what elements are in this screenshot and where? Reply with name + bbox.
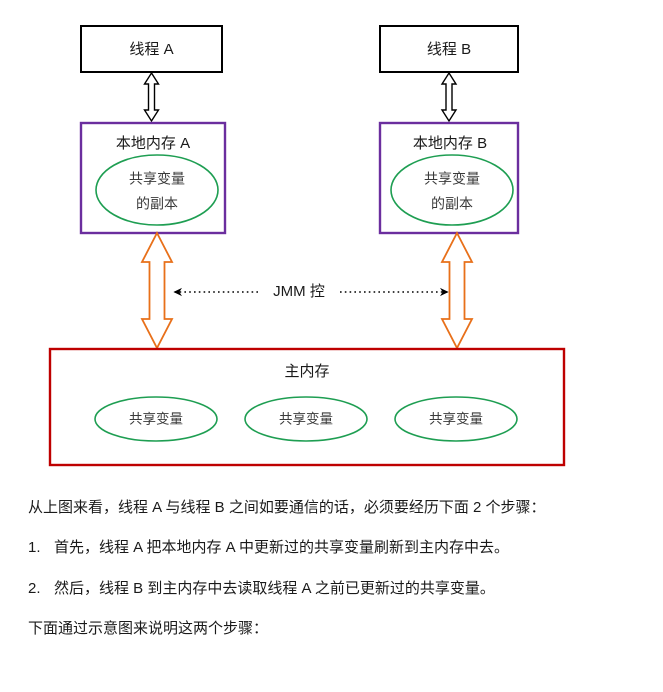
main-memory-variable-ellipse bbox=[94, 396, 218, 442]
local-memory-a-box: 本地内存 A 共享变量 的副本 bbox=[79, 121, 227, 235]
thread-a-label: 线程 A bbox=[129, 41, 173, 58]
main-memory-variable-label: 共享变量 bbox=[429, 411, 483, 427]
step-2-marker: 2. bbox=[28, 579, 41, 597]
double-arrow-vertical-orange-icon bbox=[140, 231, 174, 350]
local-memory-b-main-memory-arrow bbox=[440, 231, 474, 350]
local-memory-b-copy-line1: 共享变量 bbox=[424, 171, 480, 187]
main-memory-variable-ellipse bbox=[394, 396, 518, 442]
thread-a-box: 线程 A bbox=[80, 25, 223, 73]
step-1-marker: 1. bbox=[28, 539, 41, 557]
step-1-text: 首先，线程 A 把本地内存 A 中更新过的共享变量刷新到主内存中去。 bbox=[54, 539, 510, 557]
main-memory-box: 主内存 共享变量 共享变量 共享变量 bbox=[48, 347, 566, 467]
double-arrow-vertical-icon bbox=[143, 71, 160, 123]
step-2-text: 然后，线程 B 到主内存中去读取线程 A 之前已更新过的共享变量。 bbox=[54, 579, 495, 597]
main-memory-variable-label: 共享变量 bbox=[129, 411, 183, 427]
double-arrow-vertical-orange-icon bbox=[440, 231, 474, 350]
jmm-diagram-canvas: 线程 A 线程 B 本地内存 A 共享变量 的副本 本地内存 B 共享 bbox=[48, 25, 566, 467]
step-item-1: 1. 首先，线程 A 把本地内存 A 中更新过的共享变量刷新到主内存中去。 bbox=[0, 536, 663, 559]
thread-b-box: 线程 B bbox=[379, 25, 519, 73]
main-memory-label: 主内存 bbox=[284, 363, 329, 380]
main-memory-variable-2: 共享变量 bbox=[244, 396, 368, 442]
outro-paragraph: 下面通过示意图来说明这两个步骤： bbox=[28, 619, 269, 637]
main-memory-variable-label: 共享变量 bbox=[279, 411, 333, 427]
local-memory-a-variable-ellipse bbox=[95, 154, 219, 226]
local-memory-a-label: 本地内存 A bbox=[116, 135, 190, 152]
step-item-2: 2. 然后，线程 B 到主内存中去读取线程 A 之前已更新过的共享变量。 bbox=[0, 577, 663, 600]
jmm-diagram: 线程 A 线程 B 本地内存 A 共享变量 的副本 本地内存 B 共享 bbox=[48, 25, 566, 467]
thread-b-memory-arrow bbox=[440, 71, 458, 123]
local-memory-b-box: 本地内存 B 共享变量 的副本 bbox=[378, 121, 520, 235]
main-memory-variable-1: 共享变量 bbox=[94, 396, 218, 442]
thread-a-memory-arrow bbox=[143, 71, 160, 123]
local-memory-b-label: 本地内存 B bbox=[413, 135, 487, 152]
jmm-control-annotation: JMM 控 bbox=[173, 283, 449, 300]
thread-b-label: 线程 B bbox=[427, 41, 471, 58]
main-memory-variable-ellipse bbox=[244, 396, 368, 442]
jmm-label: JMM 控 bbox=[273, 283, 325, 300]
local-memory-b-copy-line2: 的副本 bbox=[431, 196, 473, 212]
double-arrow-vertical-icon bbox=[440, 71, 458, 123]
local-memory-a-copy-line2: 的副本 bbox=[136, 196, 178, 212]
local-memory-a-main-memory-arrow bbox=[140, 231, 174, 350]
intro-paragraph: 从上图来看，线程 A 与线程 B 之间如要通信的话，必须要经历下面 2 个步骤： bbox=[28, 499, 546, 516]
thread-b-box-rect bbox=[379, 25, 519, 73]
local-memory-a-copy-line1: 共享变量 bbox=[129, 171, 185, 187]
thread-a-box-rect bbox=[80, 25, 223, 73]
explanation-text: 从上图来看，线程 A 与线程 B 之间如要通信的话，必须要经历下面 2 个步骤：… bbox=[0, 496, 663, 657]
main-memory-variable-3: 共享变量 bbox=[394, 396, 518, 442]
local-memory-b-variable-ellipse bbox=[390, 154, 514, 226]
